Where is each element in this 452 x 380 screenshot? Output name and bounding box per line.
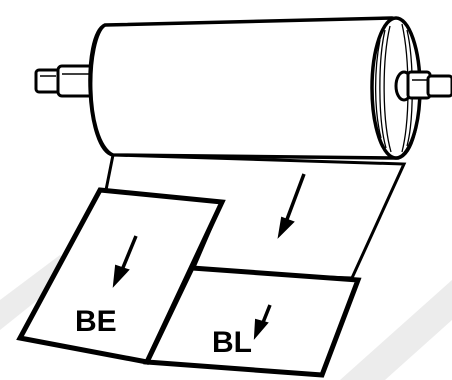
sheet-arrow: [277, 173, 306, 239]
panel-bl-label: BL: [212, 326, 252, 359]
left-shaft: [34, 64, 96, 98]
panel-bl: BL: [143, 265, 362, 378]
roll-body: [88, 16, 421, 160]
panel-be-label: BE: [75, 305, 117, 338]
watermark-stripe-right: [340, 280, 452, 380]
roll-left-end: [89, 23, 114, 157]
film-roll: [88, 16, 422, 160]
right-shaft: [406, 70, 452, 100]
panel-be-arrow: [112, 235, 138, 288]
panel-bl-arrow: [253, 304, 272, 340]
panel-bl-outline: [143, 265, 362, 378]
